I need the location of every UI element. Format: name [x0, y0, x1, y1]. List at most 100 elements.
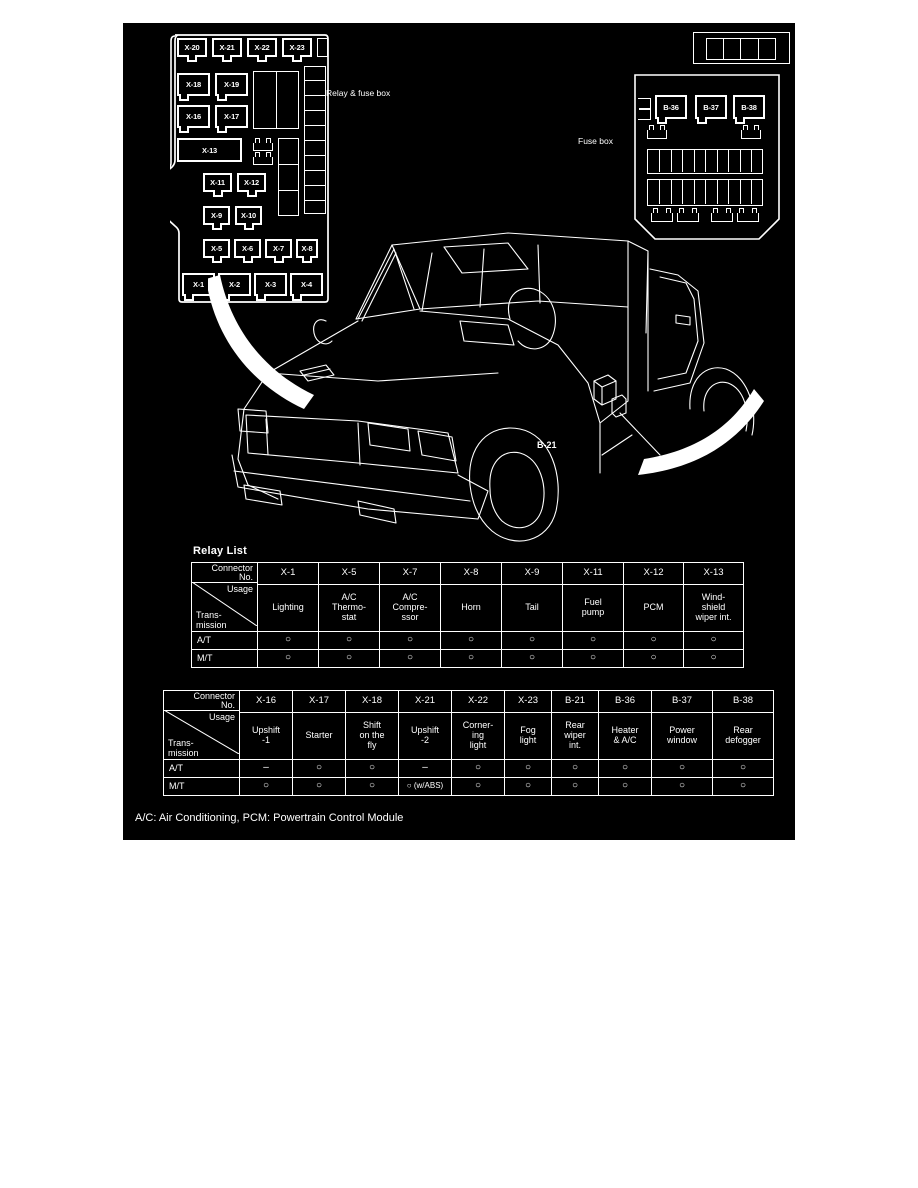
mark-cell: ○ [379, 631, 441, 650]
mark-cell: ○ [651, 777, 713, 796]
relay-x-13[interactable]: X-13 [177, 138, 242, 162]
connector-cell: B-36 [598, 690, 652, 713]
relay-x-3[interactable]: X-3 [254, 273, 287, 301]
fuse-slot-divider [305, 155, 325, 156]
table-row-at: A/T – ○ ○ – ○ ○ ○ ○ ○ ○ [163, 759, 774, 778]
relay-list-title: Relay List [193, 545, 247, 557]
connector-label-line2: No. [220, 700, 235, 711]
transmission-label-line2: mission [168, 747, 199, 758]
connector-cell: X-12 [623, 562, 684, 585]
relay-b-37[interactable]: B-37 [695, 95, 727, 124]
diagram-panel: X-20 X-21 X-22 X-23 X-18 X-19 X-16 X-17 … [123, 23, 795, 840]
relay-x-4[interactable]: X-4 [290, 273, 323, 301]
mark-cell: ○ (w/ABS) [398, 777, 452, 796]
mark-cell: ○ [451, 759, 505, 778]
mark-cell: ○ [623, 631, 684, 650]
relay-x-10[interactable]: X-10 [235, 206, 262, 230]
clip-upper [253, 138, 273, 151]
usage-cell: Starter [292, 712, 346, 760]
relay-x-19[interactable]: X-19 [215, 73, 248, 101]
relay-x-12[interactable]: X-12 [237, 173, 266, 197]
clip-right [741, 125, 761, 139]
mark-cell: ○ [451, 777, 505, 796]
relay-x-6[interactable]: X-6 [234, 239, 261, 263]
mark-cell: ○ [292, 777, 346, 796]
mark-cell: ○ [598, 777, 652, 796]
mark-cell: ○ [551, 759, 599, 778]
connector-cell: X-13 [683, 562, 744, 585]
relay-x-9[interactable]: X-9 [203, 206, 230, 230]
relay-x-17[interactable]: X-17 [215, 105, 248, 133]
connector-cell: X-5 [318, 562, 380, 585]
mark-cell: ○ [292, 759, 346, 778]
relay-x-23[interactable]: X-23 [282, 38, 312, 62]
relay-x-21[interactable]: X-21 [212, 38, 242, 62]
connector-cell: X-11 [562, 562, 624, 585]
mark-cell: ○ [345, 777, 399, 796]
relay-label: B-36 [663, 102, 679, 112]
relay-b-36[interactable]: B-36 [655, 95, 687, 124]
row-label-mt: M/T [163, 777, 240, 796]
diagonal-divider [164, 710, 239, 754]
relay-x-18[interactable]: X-18 [177, 73, 210, 101]
relay-x-20[interactable]: X-20 [177, 38, 207, 62]
fuse-block-center [278, 138, 299, 216]
relay-label: X-5 [210, 244, 223, 253]
relay-x-8[interactable]: X-8 [296, 239, 318, 263]
connector-cell: B-21 [551, 690, 599, 713]
relay-x-22[interactable]: X-22 [247, 38, 277, 62]
fuse-detail-box [693, 32, 790, 64]
connector-cell: X-16 [239, 690, 293, 713]
row-label-at: A/T [163, 759, 240, 778]
relay-x-5[interactable]: X-5 [203, 239, 230, 263]
mark-cell: ○ [504, 777, 552, 796]
relay-fuse-box-outline [170, 34, 329, 303]
relay-label: X-10 [240, 211, 257, 220]
clip-bottom-4 [737, 208, 759, 222]
usage-cell: Heater& A/C [598, 712, 652, 760]
fuse-slot-divider [305, 200, 325, 201]
relay-x-7[interactable]: X-7 [265, 239, 292, 263]
usage-cell: Upshift-1 [239, 712, 293, 760]
connector-cell: B-37 [651, 690, 713, 713]
mark-cell: ○ [440, 649, 502, 668]
relay-label: X-2 [228, 280, 241, 289]
fuse-detail-inner [706, 38, 776, 60]
clip-bottom-1 [651, 208, 673, 222]
mark-cell: ○ [239, 777, 293, 796]
clip-lower [253, 152, 273, 165]
table-row-mt: M/T ○ ○ ○ ○ (w/ABS) ○ ○ ○ ○ ○ ○ [163, 777, 774, 796]
usage-cell: Upshift-2 [398, 712, 452, 760]
relay-x-1[interactable]: X-1 [182, 273, 215, 301]
fuse-slot-divider [305, 95, 325, 96]
fuse-box-diagram: B-36 B-37 B-38 [633, 73, 781, 240]
connector-cell: X-17 [292, 690, 346, 713]
mark-cell: ○ [562, 649, 624, 668]
connector-cell: X-8 [440, 562, 502, 585]
relay-block-divider [276, 72, 277, 128]
mark-cell: ○ [440, 631, 502, 650]
fuse-detail-divider [758, 39, 759, 59]
connector-label-line1: Connector [193, 691, 235, 701]
relay-list-table-1: Connector No. Usage Trans- mission X-1 X… [191, 562, 744, 668]
mark-cell: ○ [712, 759, 774, 778]
relay-x-16[interactable]: X-16 [177, 105, 210, 133]
fuse-block-divider [279, 190, 298, 191]
fuse-box-outline [634, 74, 780, 240]
mark-cell: ○ [562, 631, 624, 650]
table-row-header: Connector No. Usage Trans- mission X-1 X… [191, 562, 744, 632]
side-clip-left [638, 98, 651, 120]
mark-cell: ○ [501, 649, 563, 668]
relay-label: X-16 [185, 112, 202, 121]
legend-footnote: A/C: Air Conditioning, PCM: Powertrain C… [135, 812, 404, 824]
transmission-label-line1: Trans- [196, 610, 222, 621]
relay-x-11[interactable]: X-11 [203, 173, 232, 197]
relay-b-38[interactable]: B-38 [733, 95, 765, 124]
relay-label: X-20 [184, 43, 200, 52]
mark-cell: ○ [623, 649, 684, 668]
